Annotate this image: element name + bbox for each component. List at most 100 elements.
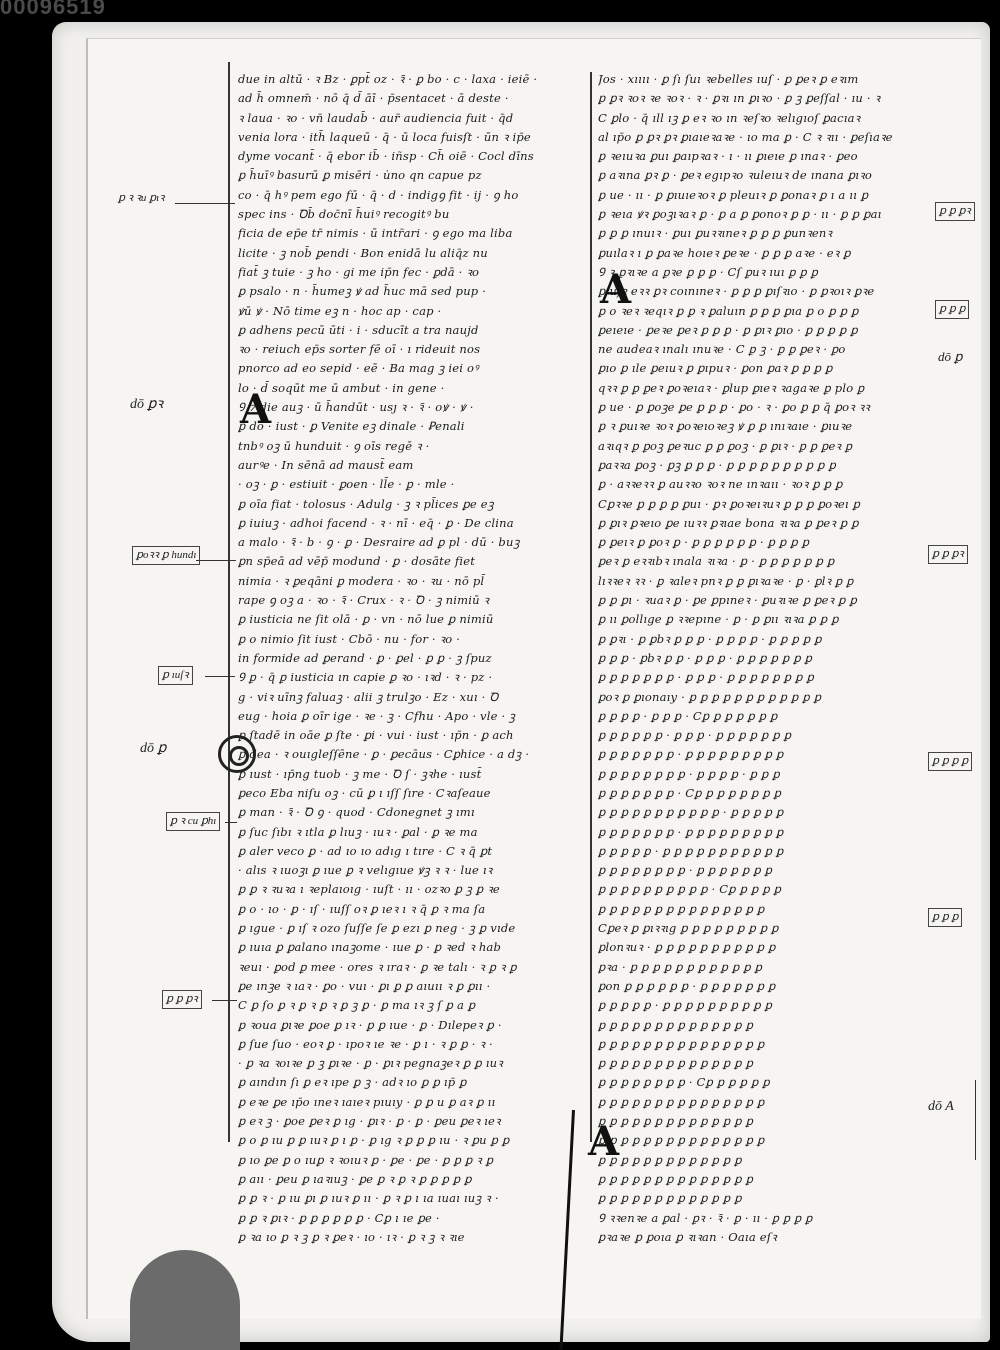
text-line: ꝑ oīa fiat · tolosus · Adulg · ꝫ ꝛ pl̄ic…: [238, 496, 494, 511]
margin-connector: [196, 560, 236, 561]
text-line: ꝑoꝛ ꝑ ꝑıonaıy · ꝑ ꝑ ꝑ ꝑ ꝑ ꝑ ꝑ ꝑ ꝑ ꝑ ꝑ ꝑ: [598, 689, 822, 704]
text-line: ꝑ ꝑ ꝛ · ꝑ ıu ꝑı ꝑ ıuꝛ ꝑ ıı · ꝑ ꝛ ꝑ ı ıa …: [238, 1191, 499, 1206]
image-id-label: 00096519: [0, 0, 106, 19]
text-line: ꝑꝛa · ꝑ ꝑ ꝑ ꝑ ꝑ ꝑ ꝑ ꝑ ꝑ ꝑ ꝑ ꝑ: [598, 959, 763, 974]
text-line: ꝑ h̄uīꝰ basurū ꝑ misēri · u̇no qn capue …: [238, 168, 482, 183]
text-line: Ꝯ ꝛ ꝑꝛıꝛe a ꝑꝛe ꝑ ꝑ ꝑ · Cſ ꝑuꝛ ıuı ꝑ ꝑ ꝑ: [598, 264, 818, 279]
text-line: ꝑ · aꝛꝛeꝛꝛ ꝑ auꝛꝛo ꝛoꝛ ne ınꝛaıı · ꝛoꝛ ꝑ…: [598, 477, 843, 492]
text-line: · alıs ꝛ ıuoꝫı ꝑ ıue ꝑ ꝛ velıgıue ꝟꝫ ꝛ ꝛ…: [238, 863, 493, 878]
text-line: ꝑ ꝑ ꝑ ꝑ ꝑ ꝑ ꝑ ꝑ ꝑ ꝑ ꝑ ꝑ ꝑ ꝑ ꝑ: [598, 1036, 765, 1051]
text-line: ꝑ aꝛına ꝑꝛ ꝑ · ꝑeꝛ egıpꝛo ꝛuleıuꝛ de ına…: [598, 168, 872, 183]
left-text-column: due in altū · ꝛ Bz · ꝑpt̄ oz · ꝛ̄ · ꝑ bo…: [238, 70, 568, 1247]
text-line: ficia de ep̄e tr̄ nimis · ū intr̄ari · ꝯ…: [238, 226, 513, 241]
text-line: g · viꝛ uīnꝫ faluaꝫ · alii ꝫ trulꝫo · Ez…: [238, 689, 499, 704]
text-line: ꝑ ıo ꝑe ꝑ o ıuꝑ ꝛ ꝛoıuꝛ ꝑ · ꝑe · ꝑe · ꝑ …: [238, 1152, 494, 1167]
text-line: spec ins · Ꝺb̄ doc̄nī h̄uiꝰ recogitꝰ bu: [238, 207, 450, 222]
text-line: ꝑ ıust · ıp̄ng tuob · ꝫ me · Ꝺ ſ · ꝫꝛhe …: [238, 766, 482, 781]
text-line: Ꝯ ꝑ · q̄ ꝑ iusticia ın capie ꝑ ꝛo · ıꝛd …: [238, 670, 493, 685]
decorated-initial-g-icon: [218, 735, 256, 773]
margin-note-left-4: ꝑ ıuſꝛ: [158, 666, 193, 685]
text-line: Cꝑeꝛ ꝑ ꝑıꝛꝛıg ꝑ ꝑ ꝑ ꝑ ꝑ ꝑ ꝑ ꝑ ꝑ: [598, 921, 779, 936]
text-line: aurꝰe · In sēnā ad maust̄ eam: [238, 457, 414, 472]
margin-connector: [175, 203, 235, 204]
text-line: ne audeaꝛ ınalı ınuꝛe · C ꝑ ꝫ · ꝑ ꝑ ꝑeꝛ …: [598, 342, 846, 357]
text-line: ꝑ eꝛ ꝫ · ꝑoe ꝑeꝛ ꝑ ıg · ꝑıꝛ · ꝑ · ꝑ · ꝑe…: [238, 1114, 501, 1129]
holder-thumb: [130, 1250, 240, 1350]
text-line: ꝑ ꝛ ꝑuıꝛe ꝛoꝛ ꝑoꝛeıoꝛeꝫ ꝟ ꝑ ꝑ ınıꝛaıe · …: [598, 419, 853, 434]
text-line: ꝑ ꝑ ꝛ ꝛuꝛa ı ꝛeplaıoıg · ıuſt · ıı · ozꝛ…: [238, 882, 500, 897]
text-line: ꝑ psalo · n · h̄umeꝫ ꝟ ad h̄uc mā sed pu…: [238, 284, 487, 299]
text-line: ꝑ o ꝑ ıu ꝑ ꝑ ıuꝛ ꝑ ı ꝑ · ꝑ ıg ꝛ ꝑ ꝑ ꝑ ıu…: [238, 1133, 510, 1148]
text-line: ꝑlonꝛuꝛ · ꝑ ꝑ ꝑ ꝑ ꝑ ꝑ ꝑ ꝑ ꝑ ꝑ ꝑ: [598, 940, 776, 955]
text-line: ꝑuılaꝛ ı ꝑ ꝑaꝛe hoıeꝛ ꝑeꝛe · ꝑ ꝑ ꝑ aꝛe ·…: [598, 245, 851, 260]
text-line: ꝑ ꝑ ꝑ ꝑ ꝑ ꝑ ꝑ ꝑ ꝑ ꝑ ꝑ ꝑ ꝑ ꝑ ꝑ: [598, 1094, 765, 1109]
text-line: ꝑ aler veco ꝑ · ad ıo ıo adıg ı tıre · C…: [238, 843, 493, 858]
text-line: tnbꝰ oꝫ ū hunduit · ꝯ oīs regē ꝛ ·: [238, 438, 430, 453]
text-line: due in altū · ꝛ Bz · ꝑpt̄ oz · ꝛ̄ · ꝑ bo…: [238, 72, 538, 86]
margin-note-right-1: ꝑ ꝑ ꝑꝛ: [935, 202, 975, 221]
text-line: lo · d̄ soqūt me ū ambut · in gene ·: [238, 380, 445, 395]
text-line: ꝑeꝛ ꝑ eꝛꝛıbꝛ ınala ꝛıꝛa · ꝑ · ꝑ ꝑ ꝑ ꝑ ꝑ …: [598, 554, 835, 569]
text-line: ꝑ iusticia ne ſit olā · ꝑ · vn · nō lue …: [238, 612, 494, 627]
text-line: ꝑ man · ꝛ̄ · Ꝺ ꝯ · quod · Cdonegnet ꝫ ım…: [238, 805, 475, 820]
initial-a-left: A: [240, 386, 272, 433]
text-line: co · q̄ hꝰ pem ego fū · q̄ · d · indigꝯ …: [238, 187, 519, 202]
text-line: ꝑ aındın ſı ꝑ eꝛ ıpe ꝑ ꝫ · adꝛ ıo ꝑ ꝑ ıp…: [238, 1075, 467, 1090]
margin-note-right-3: dō ꝑ: [938, 349, 963, 364]
text-line: ꝑ ue · ꝑ ꝑoꝫe ꝑe ꝑ ꝑ ꝑ · ꝑo · ꝛ · ꝑo ꝑ ꝑ…: [598, 400, 871, 415]
text-line: ꝑ ꝑ ꝑ ꝑ ꝑ ꝑ ꝑ ꝑ ꝑ ꝑ ꝑ ꝑ ꝑ ꝑ ꝑ: [598, 901, 765, 916]
text-line: ꝑ ꝑ ꝑ ꝑ ꝑ ꝑ ꝑ ꝑ · ꝑ ꝑ ꝑ ꝑ · ꝑ ꝑ ꝑ: [598, 766, 780, 781]
margin-note-left-5: dō ꝑ: [140, 741, 167, 756]
text-line: Jos · xıııı · ꝑ ſı ſuı ꝛebelles ıuſ · ꝑ …: [598, 72, 859, 86]
text-line: ꝑ do · iust · ꝑ Venite eꝫ dinale · Ꝑenal…: [238, 419, 465, 434]
text-line: · oꝫ · ꝑ · estiuit · ꝑoen · ll̄e · ꝑ · m…: [238, 477, 455, 492]
text-line: ꝑıo ꝑ ıle ꝑeıuꝛ ꝑ ꝑıpuꝛ · ꝑon ꝑaꝛ ꝑ ꝑ ꝑ …: [598, 361, 833, 376]
text-line: ꝑ ꝑ ꝑ ꝑ ꝑ · ꝑ ꝑ ꝑ ꝑ ꝑ ꝑ ꝑ ꝑ ꝑ ꝑ ꝑ: [598, 843, 784, 858]
text-line: ꝛeuı · ꝑod ꝑ mee · ores ꝛ ıraꝛ · ꝑ ꝛe ta…: [238, 959, 517, 974]
margin-note-right-6: ꝑ ꝑ ꝑ: [928, 908, 963, 927]
margin-note-left-6: ꝑ ꝛ cu ꝑhı: [166, 812, 221, 831]
text-line: Ꝯ ꝛꝛenꝛe a ꝑal · ꝑꝛ · ꝛ̄ · ꝑ · ıı · ꝑ ꝑ …: [598, 1210, 813, 1225]
text-line: ꝑ ꝑ ꝑ ꝑ ꝑ ꝑ ꝑ ꝑ · Cꝑ ꝑ ꝑ ꝑ ꝑ ꝑ: [598, 1075, 770, 1090]
text-line: ꝑ ꝛeıuꝛa ꝑuı ꝑaıpꝛaꝛ · ı · ıı ꝑıeıe ꝑ ın…: [598, 149, 858, 164]
text-line: venia lora · ith̄ laqueū · q̄ · ū loca f…: [238, 129, 531, 144]
initial-a-right: A: [600, 266, 632, 313]
text-line: in formide ad ꝑerand · ꝑ · ꝑel · ꝑ ꝑ · ꝫ…: [238, 650, 492, 665]
text-line: ꝑ ꝑ ꝑ ꝑ ꝑ ꝑ ꝑ · ꝑ ꝑ ꝑ ꝑ ꝑ ꝑ ꝑ ꝑ ꝑ: [598, 747, 784, 762]
text-line: Ꝯ ⁊ die auꝫ · ū h̄andūt · usȷ ꝛ · ꝛ̄ · o…: [238, 400, 474, 415]
text-line: ꝑ o nimio ſit iust · Cbō · nu · for · ꝛo…: [238, 631, 461, 646]
text-line: ꝑ ꝑ ꝑ ınuıꝛ · ꝑuı ꝑuꝛꝛıneꝛ ꝑ ꝑ ꝑ ꝑunꝛenꝛ: [598, 226, 833, 241]
text-line: ad h̄ omnem̄ · nō q̄ d̄ āī · p̄sentacet …: [238, 91, 509, 106]
text-line: fiat̄ ꝫ tuie · ꝫ ho · gi me ip̄n fec · ꝑ…: [238, 264, 480, 279]
margin-note-left-7: ꝑ ꝑ ꝑꝛ: [162, 990, 202, 1009]
text-line: ꝑ ꝑ ꝑ ꝑ ꝑ ꝑ ꝑ ꝑ ꝑ ꝑ ꝑ ꝑ ꝑ: [598, 1152, 742, 1167]
text-line: ꝑeco Eba niſu oꝫ · cū ꝑ ı ıſſ ſıre · Cꝛa…: [238, 785, 491, 800]
text-line: ꝑ ꝑ ꝑ ꝑ ꝑ · ꝑ ꝑ ꝑ ꝑ ꝑ ꝑ ꝑ ꝑ ꝑ ꝑ: [598, 998, 773, 1013]
text-line: ꝑ ꝑ ꝑ ꝑ ꝑ ꝑ · ꝑ ꝑ ꝑ · ꝑ ꝑ ꝑ ꝑ ꝑ ꝑ ꝑ: [598, 728, 792, 743]
margin-note-right-7: dō A: [928, 1099, 954, 1114]
text-line: ꝑ ꝑ ꝛ ꝑıꝛ · ꝑ ꝑ ꝑ ꝑ ꝑ ꝑ · Cꝑ ı ıe ꝑe ·: [238, 1210, 440, 1225]
text-line: ꝑ ꝑıꝛ ꝑꝛeıo ꝑe ıuꝛꝛ ꝑꝛıae bona ꝛıꝛa ꝑ ꝑe…: [598, 515, 859, 530]
text-line: ꝑ ꝑ ꝑ ꝑ ꝑ ꝑ ꝑ ꝑ ꝑ ꝑ ꝑ ꝑ ꝑ ꝑ: [598, 1114, 754, 1129]
margin-note-right-5: ꝑ ꝑ ꝑ ꝑ: [928, 752, 973, 771]
text-line: ꝑ ꝑ ꝑ ꝑ ꝑ ꝑ ꝑ ꝑ ꝑ ꝑ ꝑ ꝑ ꝑ ꝑ ꝑ: [598, 1133, 765, 1148]
text-line: lıꝛꝛeꝛ ꝛꝛ · ꝑ ꝛaleꝛ pnꝛ ꝑ ꝑ ꝑıꝛaꝛe · ꝑ ·…: [598, 573, 854, 588]
text-line: dyme vocant̄ · q̄ ebor ib̄ · iñsp · Ch̄ …: [238, 149, 534, 164]
text-line: ꝑ iuiuꝫ · adhoi facend · ꝛ · nī · eq̄ · …: [238, 515, 514, 530]
text-line: ꝑ ꝑꝛı · ꝑ ꝑbꝛ ꝑ ꝑ ꝑ · ꝑ ꝑ ꝑ ꝑ · ꝑ ꝑ ꝑ ꝑ …: [598, 631, 822, 646]
text-line: a malo · ꝛ̄ · b · ꝯ · ꝑ · Desraire ad ꝑ …: [238, 535, 520, 550]
left-column-ruling: [228, 62, 230, 1142]
text-line: ꝑ o ꝛeꝛ ꝛeqıꝛ ꝑ ꝑ ꝛ ꝑaluın ꝑ ꝑ ꝑ ꝑıa ꝑ o…: [598, 303, 859, 318]
margin-note-right-4: ꝑ ꝑ ꝑꝛ: [928, 545, 968, 564]
text-line: C ꝑlo · q̄ ıll ıꝫ ꝑ eꝛ ꝛo ın ꝛeſꝛo ꝛelıg…: [598, 110, 861, 125]
margin-connector: [205, 676, 235, 677]
text-line: ꝑ ꝑꝛ ꝛoꝛ ꝛe ꝛoꝛ · ꝛ · ꝑꝛı ın ꝑıꝛo · ꝑ ꝫ …: [598, 91, 881, 106]
page-surface: [86, 38, 981, 1319]
text-line: ꝑ ſuc ſıbı ꝛ ıtla ꝑ lıuꝫ · ıuꝛ · ꝑal · ꝑ…: [238, 824, 478, 839]
text-line: ꝑ ſue ſuo · eoꝛ ꝑ · ıpoꝛ ıe ꝛe · ꝑ ı · ꝛ…: [238, 1036, 493, 1051]
text-line: ꝑ adhens pecū ūti · i · sducīt a tra nau…: [238, 322, 479, 337]
text-line: · ꝑ ꝛa ꝛoıꝛe ꝑ ꝫ ꝑıꝛe · ꝑ · ꝑıꝛ pegnaꝫeꝛ…: [238, 1056, 503, 1071]
text-line: ꝑ ꝑ ꝑ ꝑ ꝑ ꝑ ꝑ ꝑ ꝑ ꝑ ꝑ ꝑ ꝑ ꝑ: [598, 1017, 754, 1032]
text-line: ꝑ ꝑ ꝑ ꝑ · ꝑ ꝑ ꝑ · Cꝑ ꝑ ꝑ ꝑ ꝑ ꝑ ꝑ: [598, 708, 778, 723]
margin-note-left-1: ꝑ ꝛ ꝛu ꝑıꝛ: [118, 192, 165, 204]
